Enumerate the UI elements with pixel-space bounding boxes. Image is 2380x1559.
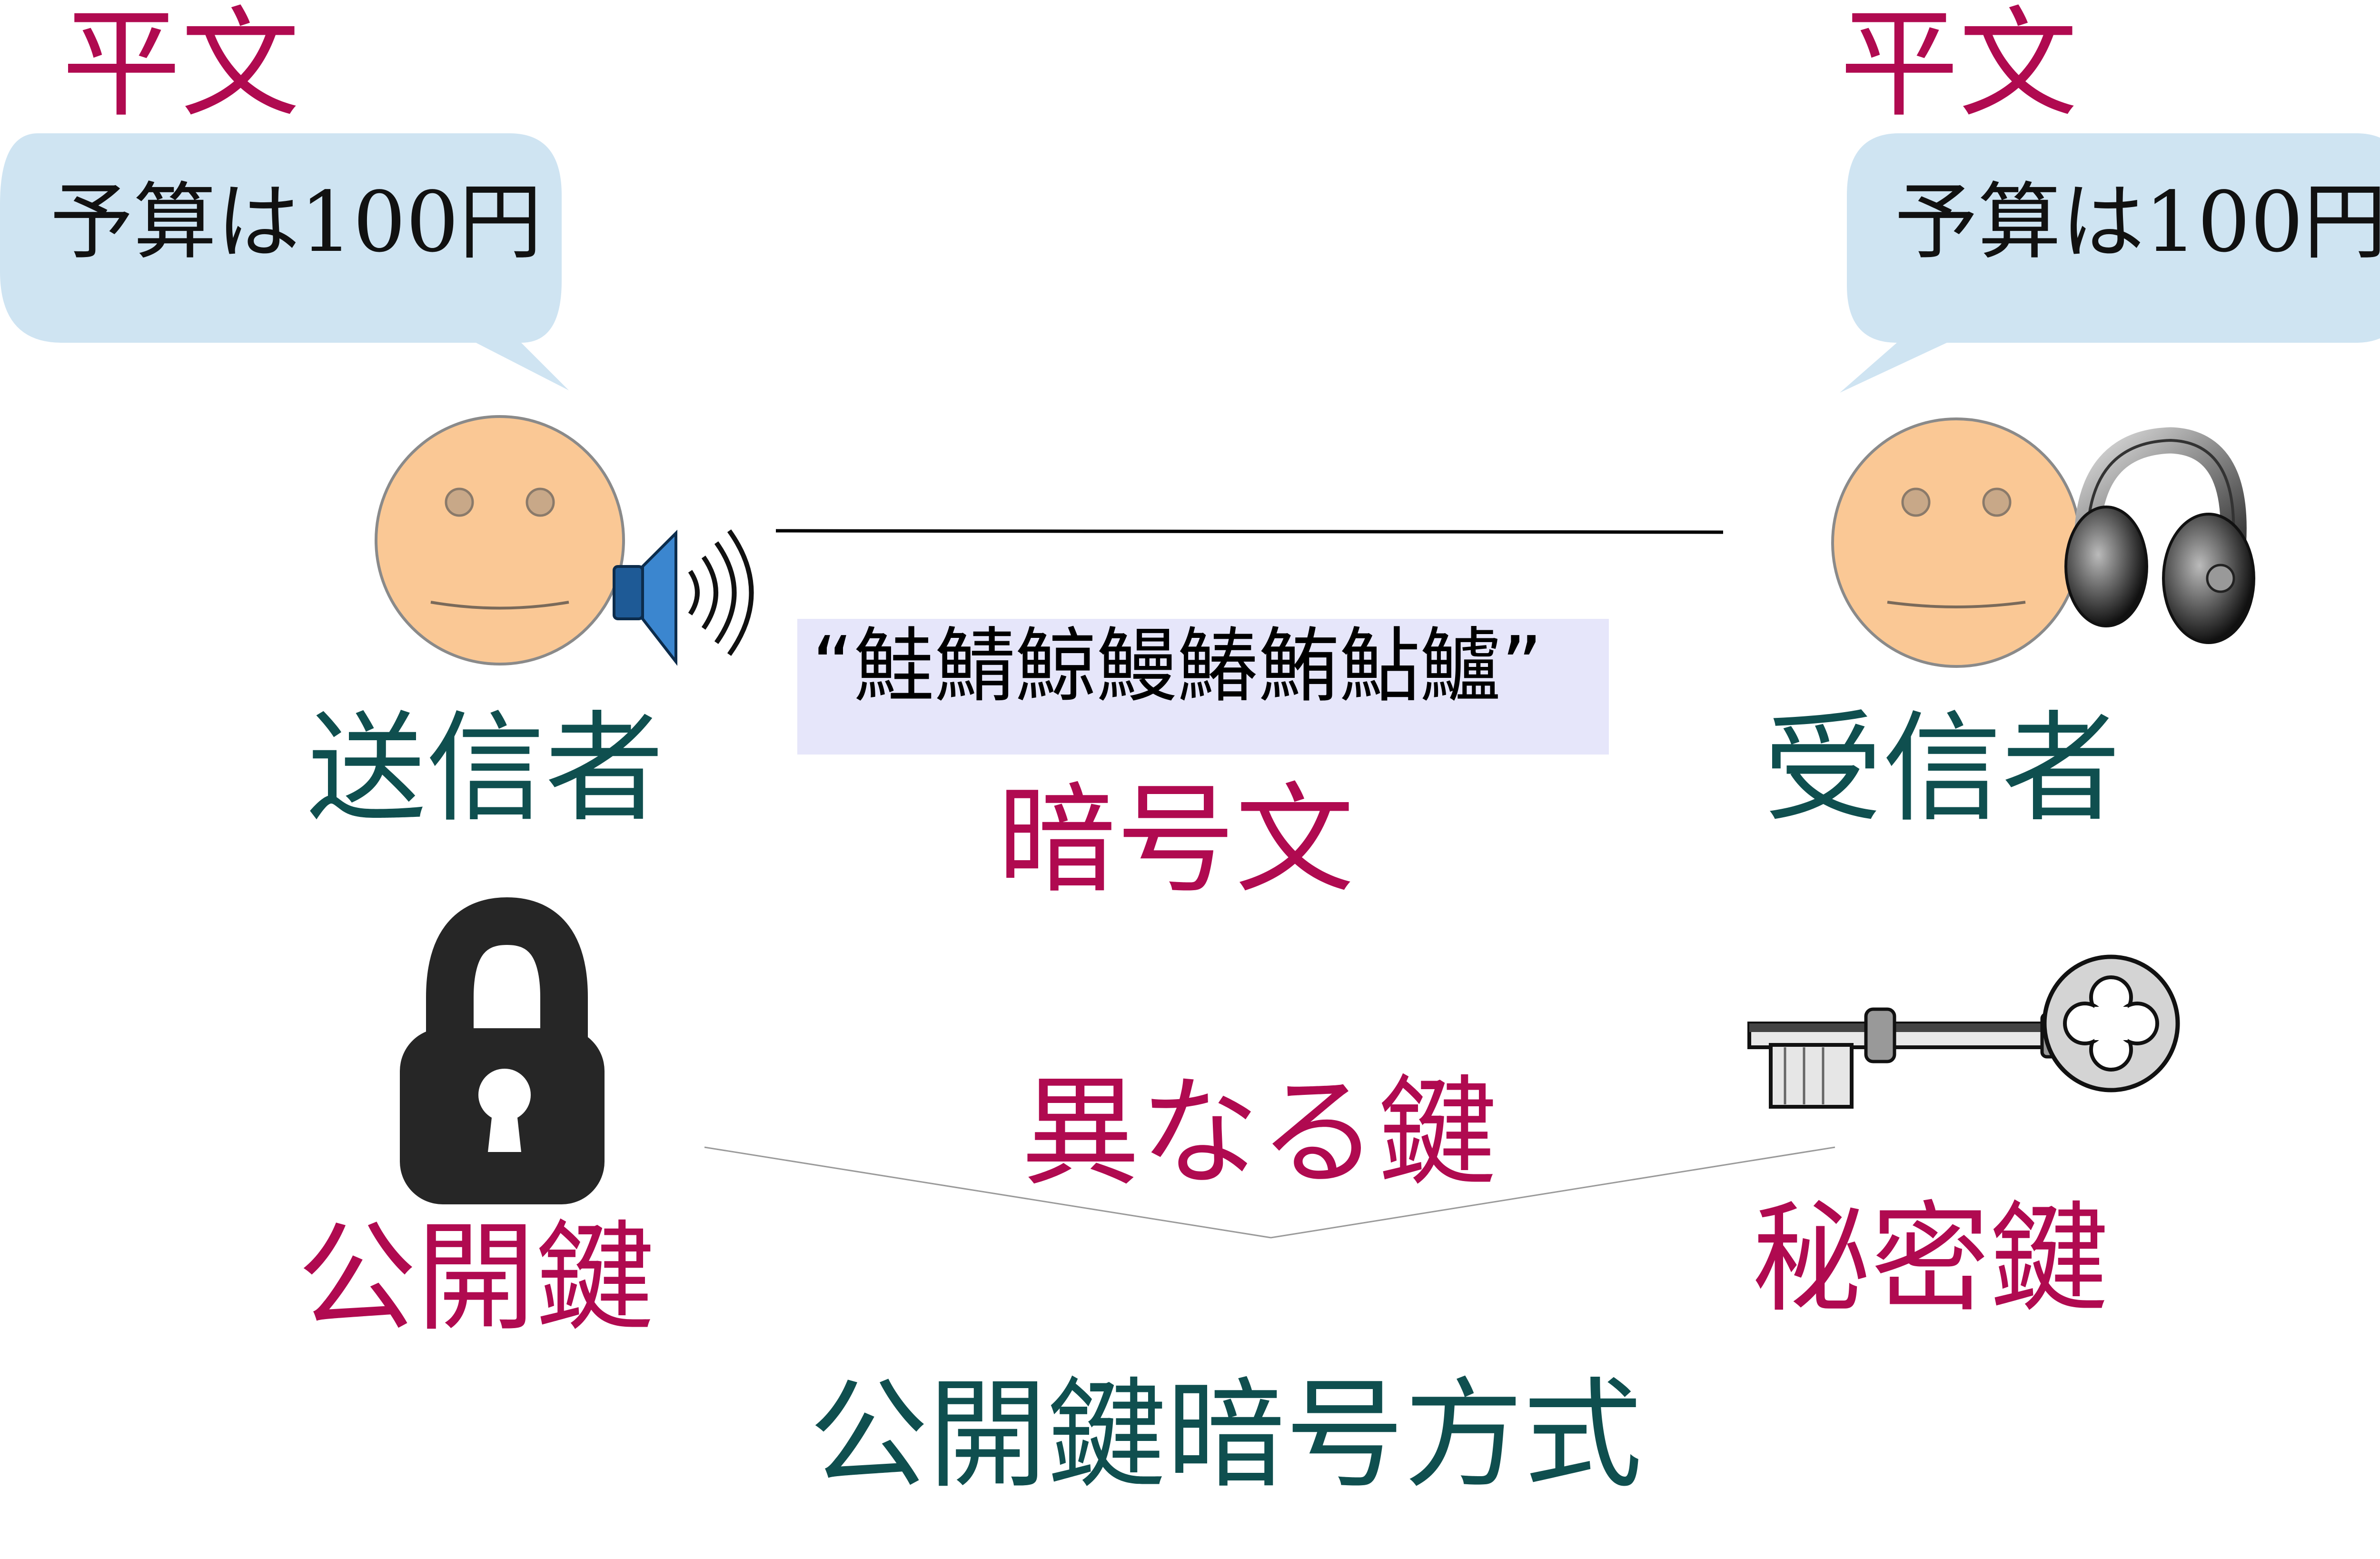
padlock-icon [400,897,605,1204]
transmission-arrow [775,529,1724,534]
scheme-title: 公開鍵暗号方式 [809,1366,1642,1504]
public-key-label: 公開鍵 [298,1209,654,1347]
ciphertext-label: 暗号文 [997,771,1354,909]
key-icon [1747,954,2180,1109]
sender-face-icon [375,415,625,665]
speaker-icon [613,529,754,666]
plaintext-label-sender: 平文 [62,0,300,133]
ciphertext-box [797,619,1609,755]
speech-bubble-sender [0,133,569,390]
plaintext-message-receiver: 予算は100円 [1894,174,2380,271]
receiver-label: 受信者 [1764,699,2121,838]
ciphertext-value: “鮭鯖鯨鰻鰆鮪鮎鱸” [812,619,1543,714]
different-keys-label: 異なる鍵 [1021,1063,1497,1202]
plaintext-message-sender: 予算は100円 [50,174,543,271]
plaintext-label-receiver: 平文 [1840,0,2078,133]
sender-label: 送信者 [307,699,664,838]
different-keys-bracket [704,1146,1835,1239]
secret-key-label: 秘密鍵 [1752,1190,2109,1328]
receiver-face-icon [1831,417,2082,668]
headphones-icon [2064,427,2255,644]
speech-bubble-receiver [1840,133,2380,393]
